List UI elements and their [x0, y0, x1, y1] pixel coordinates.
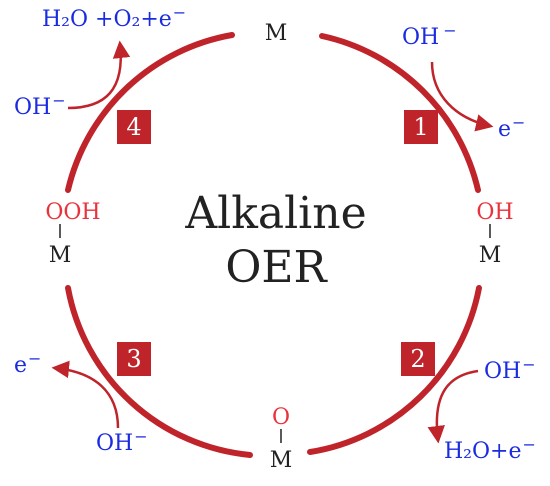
cycle-arc-top-left	[65, 32, 235, 193]
cycle-arc-top-right	[319, 33, 481, 193]
intermediate-m-oh: OH M	[476, 200, 513, 268]
intermediate-m-o: O M	[270, 405, 293, 473]
center-title-line2: OER	[225, 242, 328, 293]
intermediate-m-ooh-metal: M	[49, 243, 72, 268]
intermediate-m-ooh-group: OOH	[45, 200, 100, 225]
center-title-line1: Alkaline	[184, 188, 366, 239]
step-arrows	[51, 40, 494, 444]
step-2-reactant: OH−	[484, 355, 536, 384]
step-1-reactant: OH−	[402, 21, 457, 50]
step-1-arrow	[430, 61, 494, 132]
intermediate-m-o-group: O	[272, 405, 290, 430]
intermediate-m-oh-metal: M	[479, 243, 502, 268]
svg-text:3: 3	[126, 345, 141, 373]
step-2-product: H₂O+e−	[444, 435, 536, 464]
step-2-arrow	[427, 369, 479, 444]
cycle-arc-bottom-left	[65, 285, 253, 458]
step-3-product: e−	[14, 349, 41, 378]
intermediate-m-ooh: OOH M	[45, 200, 100, 268]
step-4-product: H₂O +O₂+e−	[42, 3, 186, 32]
step-1-product: e−	[498, 113, 525, 142]
step-badge-3: 3	[117, 342, 151, 376]
step-badge-2: 2	[401, 342, 435, 376]
step-4-reactant: OH−	[14, 91, 66, 120]
cycle-arc-bottom-right	[307, 285, 482, 455]
svg-text:4: 4	[126, 113, 141, 141]
step-badge-1: 1	[404, 110, 438, 144]
step-4-arrow	[67, 40, 131, 110]
step-3-arrow	[51, 360, 120, 429]
intermediate-m-oh-group: OH	[476, 200, 513, 225]
cycle-ring	[65, 32, 482, 458]
intermediate-m-o-metal: M	[270, 448, 293, 473]
step-badge-4: 4	[117, 110, 151, 144]
step-3-reactant: OH−	[96, 427, 148, 456]
intermediate-m-metal: M	[265, 21, 288, 46]
svg-text:2: 2	[410, 345, 425, 373]
svg-text:1: 1	[413, 113, 428, 141]
